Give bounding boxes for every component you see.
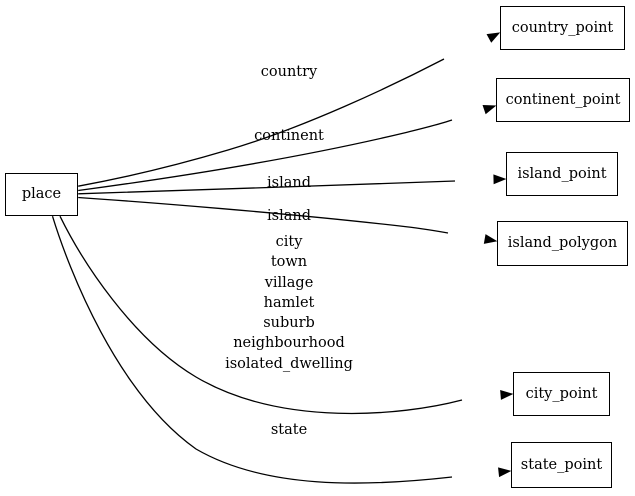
edge-place-to-country_point	[78, 32, 501, 187]
node-city_point[interactable]: city_point	[513, 372, 610, 416]
node-label: place	[21, 186, 62, 203]
node-state_point[interactable]: state_point	[511, 442, 612, 488]
edge-line	[59, 215, 463, 415]
edge-place-to-state_point	[51, 216, 512, 484]
node-continent_point[interactable]: continent_point	[496, 78, 630, 122]
arrowhead-icon	[482, 104, 497, 115]
edge-label-state_point: state	[270, 422, 308, 438]
edge-place-to-city_point	[59, 215, 514, 415]
node-island_polygon[interactable]: island_polygon	[497, 221, 628, 266]
edge-label-country_point: country	[260, 64, 318, 80]
edge-line	[78, 180, 456, 195]
node-label: island_point	[517, 165, 607, 182]
arrowhead-icon	[498, 467, 512, 478]
edge-place-to-island_polygon	[78, 196, 498, 244]
edge-label-city_point: city town village hamlet suburb neighbou…	[225, 234, 353, 372]
arrowhead-icon	[493, 174, 507, 185]
node-label: continent_point	[505, 91, 621, 108]
edge-line	[78, 119, 453, 192]
node-country_point[interactable]: country_point	[500, 6, 625, 50]
node-island_point[interactable]: island_point	[506, 152, 618, 196]
node-label: country_point	[511, 19, 614, 36]
edge-line	[78, 196, 449, 234]
node-label: state_point	[520, 456, 603, 473]
edge-label-continent_point: continent	[254, 128, 324, 144]
node-label: island_polygon	[507, 235, 618, 252]
edge-place-to-island_point	[78, 174, 507, 195]
arrowhead-icon	[483, 234, 498, 244]
edge-line	[78, 58, 445, 187]
arrowhead-icon	[500, 390, 514, 400]
edge-layer	[51, 32, 514, 484]
node-place[interactable]: place	[5, 173, 78, 216]
edge-label-island_point: island	[267, 175, 311, 191]
node-label: city_point	[525, 385, 598, 402]
arrowhead-icon	[486, 32, 501, 43]
edge-place-to-continent_point	[78, 104, 497, 192]
edge-line	[51, 216, 453, 484]
edge-label-island_polygon: island	[267, 208, 311, 224]
